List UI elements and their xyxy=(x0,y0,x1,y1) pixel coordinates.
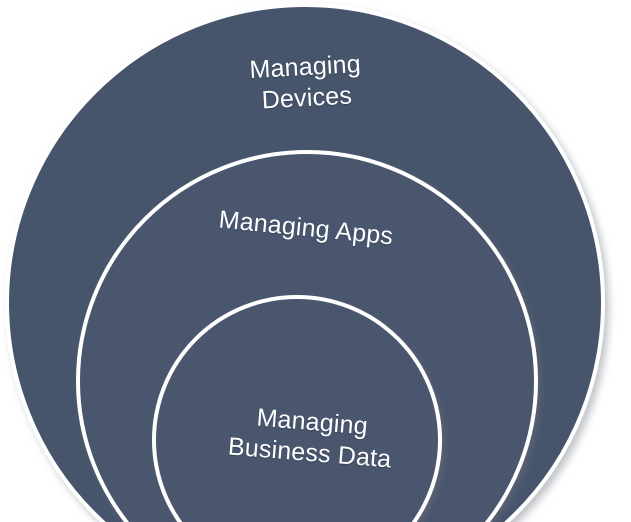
ring-inner-circle[interactable] xyxy=(152,295,442,522)
ring-inner-group xyxy=(152,295,442,522)
